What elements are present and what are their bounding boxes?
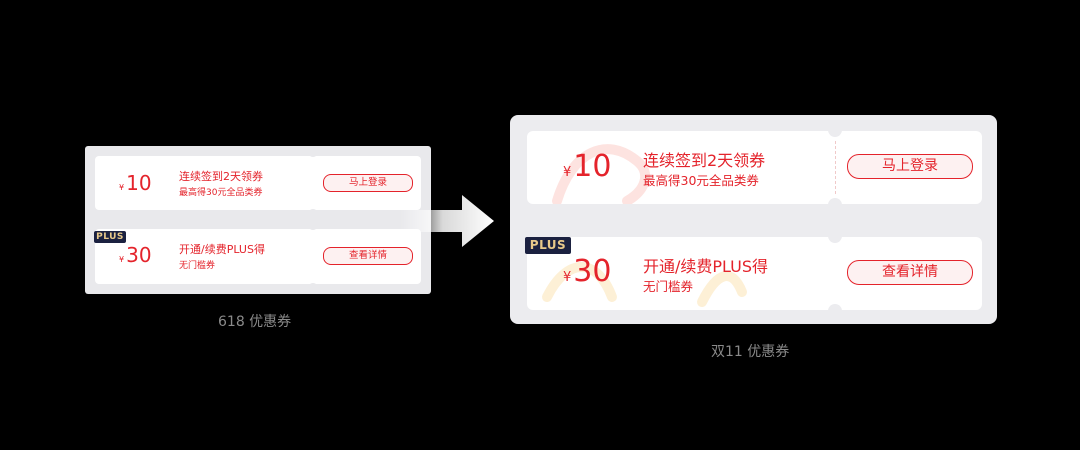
ticket-notch	[828, 304, 842, 310]
ticket-notch	[308, 156, 318, 157]
coupon-subtitle: 最高得30元全品类券	[643, 173, 759, 188]
coupon-plus: ¥30 开通/续费PLUS得 无门槛券 查看详情	[527, 237, 982, 310]
plus-badge: PLUS	[94, 231, 126, 243]
details-button[interactable]: 查看详情	[847, 260, 973, 285]
decor-swirl-icon	[552, 144, 651, 204]
coupon-subtitle: 无门槛券	[179, 261, 216, 271]
arrow-right-icon	[400, 195, 494, 247]
ticket-notch	[828, 237, 842, 243]
ticket-notch	[308, 229, 318, 230]
ticket-notch	[828, 131, 842, 137]
decor-swirl-icon	[542, 262, 747, 307]
coupon-subtitle: 无门槛券	[643, 279, 694, 294]
coupon-subtitle: 最高得30元全品类券	[179, 188, 263, 198]
before-caption: 618 优惠券	[218, 314, 292, 330]
ticket-divider	[835, 141, 836, 194]
coupon-amount: ¥30	[119, 243, 152, 267]
coupon-title: 连续签到2天领券	[179, 170, 263, 183]
ticket-notch	[308, 209, 318, 210]
after-caption: 双11 优惠券	[711, 344, 790, 360]
coupon-plus: ¥30 开通/续费PLUS得 无门槛券 查看详情	[95, 229, 421, 284]
coupon-sign-in: ¥10 连续签到2天领券 最高得30元全品类券 马上登录	[95, 156, 421, 210]
coupon-amount: ¥10	[563, 149, 612, 184]
coupon-title: 连续签到2天领券	[643, 151, 766, 170]
plus-badge: PLUS	[525, 237, 571, 254]
coupon-amount: ¥10	[119, 171, 152, 195]
ticket-notch	[828, 198, 842, 204]
coupon-title: 开通/续费PLUS得	[643, 257, 769, 276]
login-button[interactable]: 马上登录	[323, 174, 413, 192]
login-button[interactable]: 马上登录	[847, 154, 973, 179]
coupon-amount: ¥30	[563, 254, 612, 289]
ticket-notch	[308, 283, 318, 284]
coupon-title: 开通/续费PLUS得	[179, 243, 265, 256]
coupon-sign-in: ¥10 连续签到2天领券 最高得30元全品类券 马上登录	[527, 131, 982, 204]
details-button[interactable]: 查看详情	[323, 247, 413, 265]
